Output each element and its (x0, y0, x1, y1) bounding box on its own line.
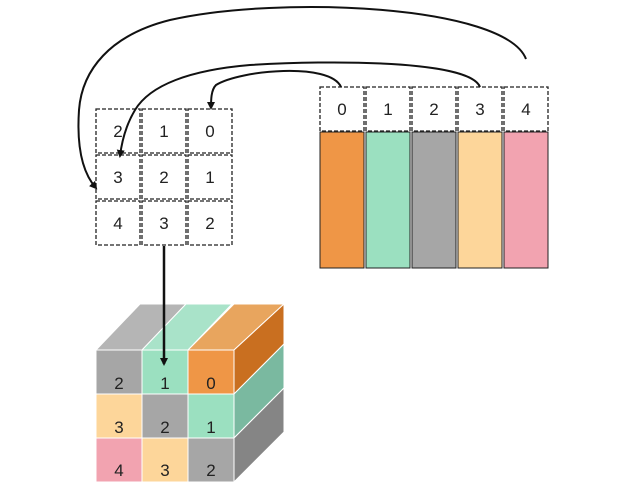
cube-front-1-0 (95, 393, 143, 439)
grid-label-2-0: 4 (113, 214, 122, 233)
strip-0: 0 (319, 86, 365, 269)
strip-0-bar (319, 131, 365, 269)
color-strips: 0 1 2 3 4 (319, 86, 549, 269)
arrow-strip-0-to-grid (207, 69, 342, 110)
arrow-strip-4-to-grid (77, 5, 527, 190)
cube-label-2-2: 2 (206, 461, 215, 480)
cube-labels: 2 1 0 3 2 1 4 3 2 (114, 374, 215, 480)
strip-3-bar (457, 131, 503, 269)
grid-label-0-2: 0 (205, 122, 214, 141)
grid-cell-0-2 (187, 108, 233, 154)
cube-label-0-0: 2 (114, 374, 123, 393)
cube-front-2-0 (95, 437, 143, 483)
cube-front-0-2 (187, 349, 235, 395)
grid-label-1-0: 3 (113, 168, 122, 187)
grid-cell-1-2 (187, 154, 233, 200)
grid-cell-2-0 (95, 200, 141, 246)
grid-cell-1-1 (141, 154, 187, 200)
strip-1-index-box (365, 86, 411, 132)
grid-label-1-2: 1 (205, 168, 214, 187)
strip-0-index-box (319, 86, 365, 132)
strip-3-index-box (457, 86, 503, 132)
strip-2-index-label: 2 (429, 100, 438, 119)
grid-cell-1-0 (95, 154, 141, 200)
arrow-strip-3-to-grid (116, 61, 481, 158)
grid-label-2-2: 2 (205, 214, 214, 233)
strip-2: 2 (411, 86, 457, 269)
strip-1-bar (365, 131, 411, 269)
cube-label-1-0: 3 (114, 418, 123, 437)
cube-front-1-2 (187, 393, 235, 439)
stacked-cube (94, 302, 286, 484)
cube-label-0-1: 1 (160, 374, 169, 393)
grid-label-2-1: 3 (159, 214, 168, 233)
strip-1: 1 (365, 86, 411, 269)
grid-cell-0-1 (141, 108, 187, 154)
grid-label-0-0: 2 (113, 122, 122, 141)
strip-3-index-label: 3 (475, 100, 484, 119)
cube-label-2-0: 4 (114, 461, 123, 480)
cube-front-1-1 (141, 393, 189, 439)
grid-label-0-1: 1 (159, 122, 168, 141)
strip-4-bar (503, 131, 549, 269)
strip-2-index-box (411, 86, 457, 132)
grid-label-1-1: 2 (159, 168, 168, 187)
strip-4: 4 (503, 86, 549, 269)
strip-4-index-box (503, 86, 549, 132)
strip-1-index-label: 1 (383, 100, 392, 119)
index-grid: 2 1 0 3 2 1 4 3 2 (95, 108, 233, 246)
cube-label-2-1: 3 (160, 461, 169, 480)
cube-front-2-2 (187, 437, 235, 483)
strip-0-index-label: 0 (337, 100, 346, 119)
cube-label-0-2: 0 (206, 374, 215, 393)
strip-4-index-label: 4 (521, 100, 530, 119)
mapping-arrows (77, 5, 527, 190)
cube-label-1-2: 1 (206, 418, 215, 437)
strip-2-bar (411, 131, 457, 269)
cube-label-1-1: 2 (160, 418, 169, 437)
grid-cell-0-0 (95, 108, 141, 154)
grid-cell-2-2 (187, 200, 233, 246)
strip-3: 3 (457, 86, 503, 269)
grid-cell-2-1 (141, 200, 187, 246)
